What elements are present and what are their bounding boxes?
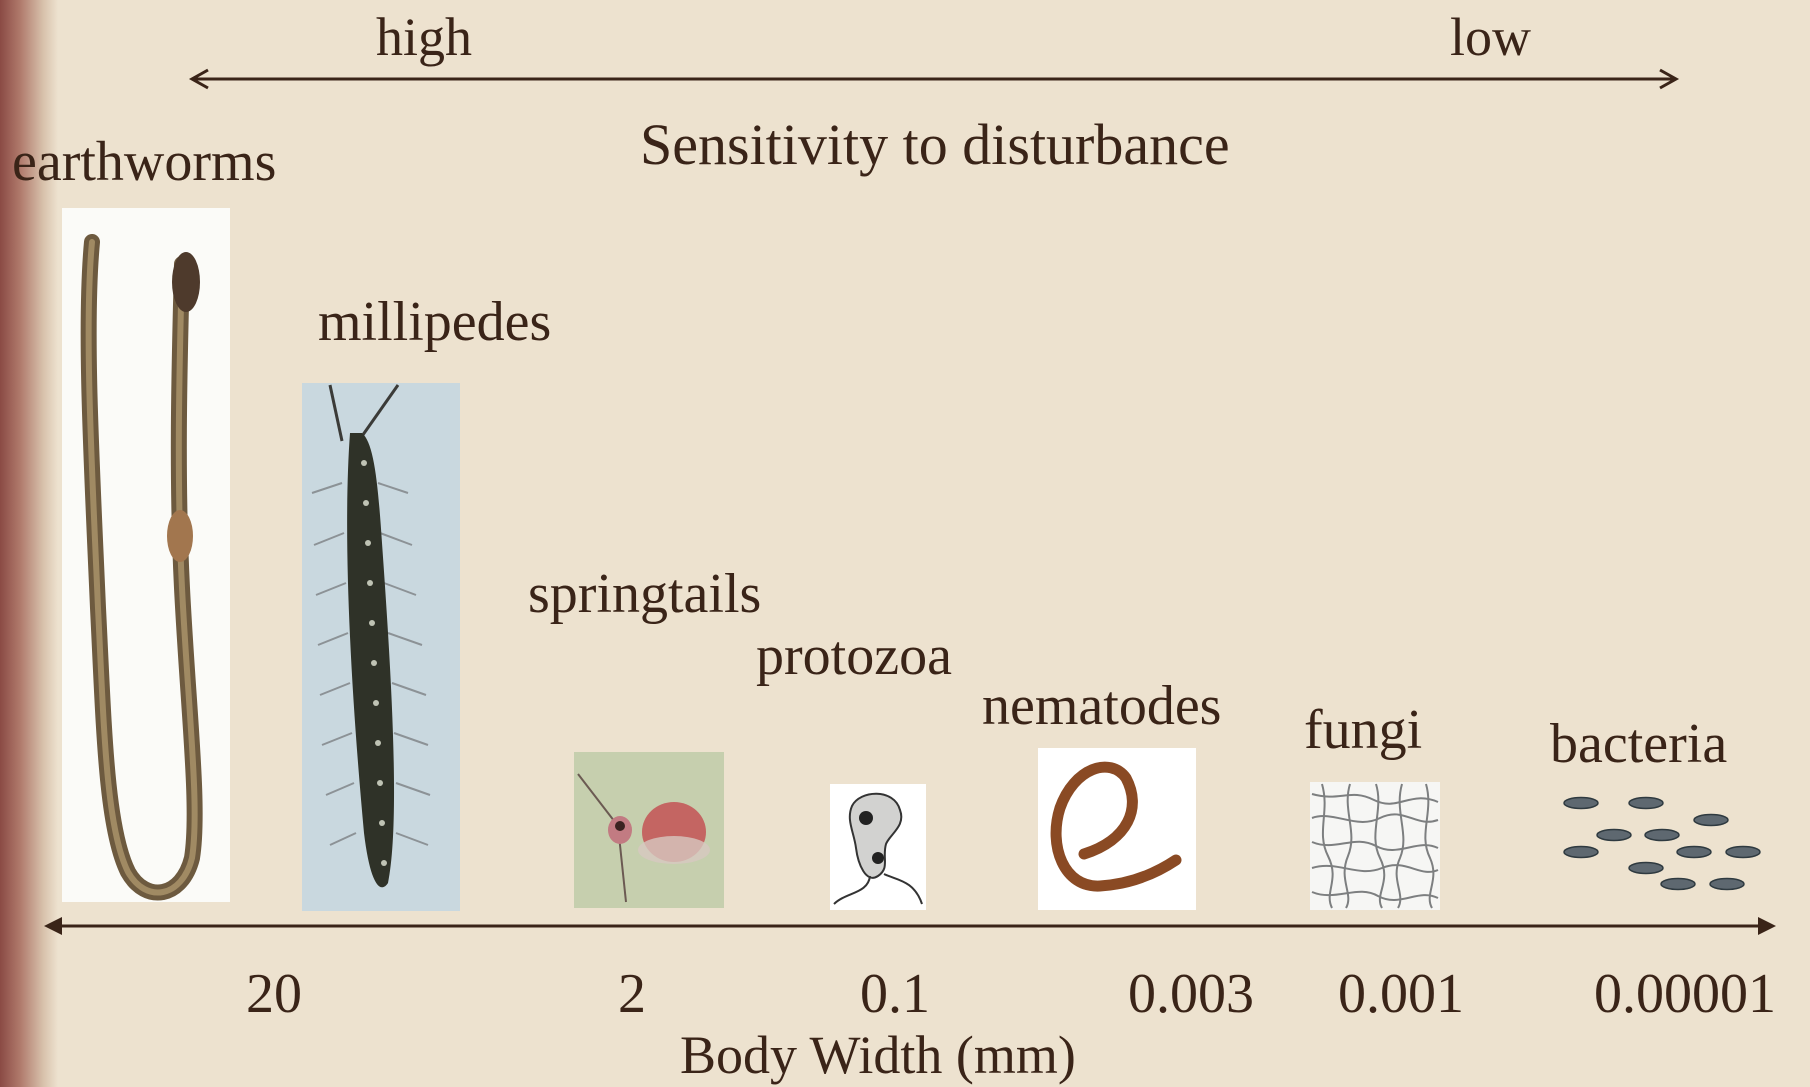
- body-width-tick-0-003: 0.003: [1128, 966, 1254, 1022]
- body-width-tick-2: 2: [618, 966, 646, 1022]
- body-width-title: Body Width (mm): [680, 1028, 1076, 1082]
- body-width-tick-0-1: 0.1: [860, 966, 930, 1022]
- body-width-tick-20: 20: [246, 966, 302, 1022]
- body-width-tick-0-001: 0.001: [1338, 966, 1464, 1022]
- body-width-tick-0-00001: 0.00001: [1594, 966, 1776, 1022]
